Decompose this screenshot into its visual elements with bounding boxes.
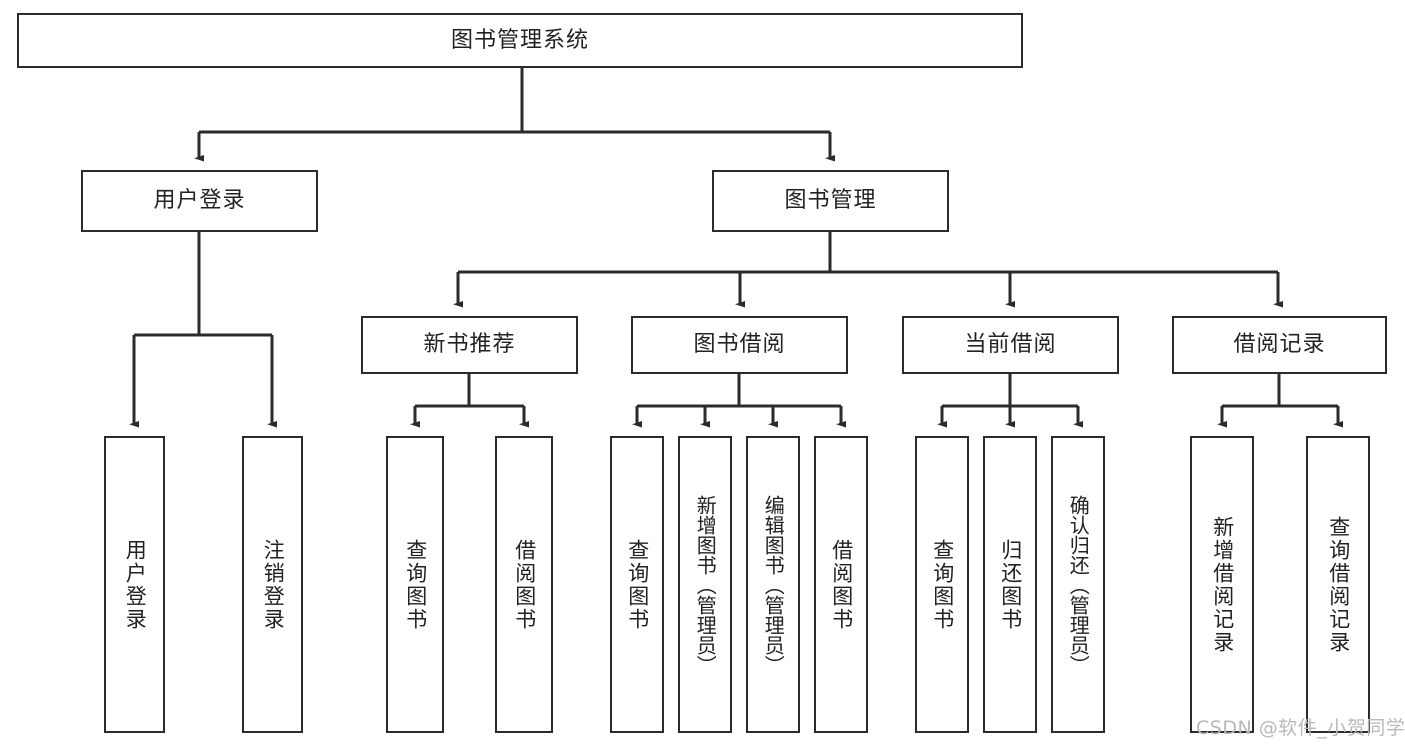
node-book-management[interactable]: 图书管理 xyxy=(712,170,949,232)
leaf-user-logout[interactable]: 注销登录 xyxy=(242,436,303,733)
leaf-borrow-book-borrow[interactable]: 借阅图书 xyxy=(814,436,868,733)
node-book-borrow[interactable]: 图书借阅 xyxy=(631,316,848,374)
leaf-edit-book-admin[interactable]: 编辑图书（管理员） xyxy=(746,436,800,733)
leaf-query-book-new[interactable]: 查询图书 xyxy=(386,436,444,733)
leaf-add-book-admin[interactable]: 新增图书（管理员） xyxy=(678,436,732,733)
leaf-query-book-current[interactable]: 查询图书 xyxy=(915,436,969,733)
leaf-query-borrow-record[interactable]: 查询借阅记录 xyxy=(1306,436,1370,733)
node-user-login[interactable]: 用户登录 xyxy=(81,170,318,232)
leaf-query-book-borrow[interactable]: 查询图书 xyxy=(610,436,664,733)
node-borrow-record[interactable]: 借阅记录 xyxy=(1172,316,1387,374)
node-root[interactable]: 图书管理系统 xyxy=(17,13,1023,68)
csdn-watermark: CSDN @软件_小贺同学 xyxy=(1196,717,1405,739)
leaf-user-login[interactable]: 用户登录 xyxy=(104,436,165,733)
leaf-return-book[interactable]: 归还图书 xyxy=(983,436,1037,733)
node-new-book-recommend[interactable]: 新书推荐 xyxy=(361,316,578,374)
leaf-borrow-book-new[interactable]: 借阅图书 xyxy=(495,436,553,733)
node-current-borrow[interactable]: 当前借阅 xyxy=(902,316,1119,374)
leaf-confirm-return-admin[interactable]: 确认归还（管理员） xyxy=(1051,436,1105,733)
leaf-add-borrow-record[interactable]: 新增借阅记录 xyxy=(1190,436,1254,733)
